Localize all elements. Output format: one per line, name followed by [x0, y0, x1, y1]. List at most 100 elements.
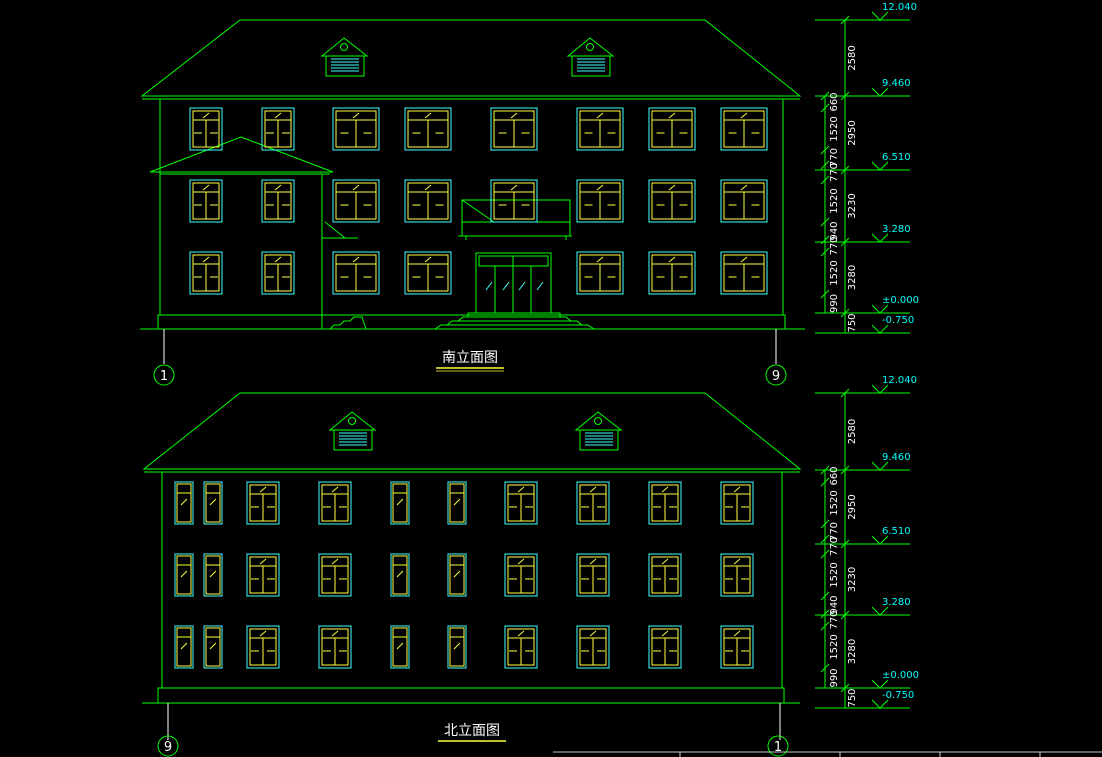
north-window-r1-c2 [203, 481, 223, 525]
north-window-r3-c6 [447, 625, 467, 669]
south-window-r2-c7 [648, 179, 696, 223]
south-entrance-door [475, 252, 552, 314]
north-window-r2-c10 [720, 553, 754, 597]
dims-north-dim-outer-5: 750 [847, 688, 858, 707]
north-window-r1-c4 [318, 481, 352, 525]
south-window-r3-c1 [189, 251, 223, 295]
north-window-r2-c8 [576, 553, 610, 597]
dims-north-dim-outer-1: 2580 [847, 419, 858, 444]
north-window-r1-c9 [648, 481, 682, 525]
south-dormer-left [320, 37, 369, 77]
north-window-r2-c3 [246, 553, 280, 597]
south-window-r3-c3 [332, 251, 380, 295]
south-window-r2-c8 [720, 179, 768, 223]
dims-north-dim-inner-2: 1520 [829, 490, 840, 515]
north-window-r1-c7 [504, 481, 538, 525]
south-window-r3-c7 [648, 251, 696, 295]
dims-south-elevation-1: 12.040 [882, 2, 917, 13]
south-window-r1-c1 [189, 107, 223, 151]
north-window-r1-c10 [720, 481, 754, 525]
dims-south-dim-outer-4: 3280 [847, 265, 858, 290]
dims-north-dim-inner-4: 770 [829, 537, 840, 556]
south-window-r3-c2 [261, 251, 295, 295]
dims-north-dim-inner-7: 770 [829, 610, 840, 629]
south-title: 南立面图 [442, 350, 498, 366]
south-axis-right: 9 [765, 364, 787, 386]
south-dimension-column: 12.040 9.460 6.510 3.280 ±0.000 -0.750 2580 295… [815, 2, 919, 334]
north-window-r3-c5 [390, 625, 410, 669]
north-window-r3-c2 [203, 625, 223, 669]
dims-south-dim-outer-3: 3230 [847, 193, 858, 218]
south-window-r2-c2 [261, 179, 295, 223]
dims-north-dim-outer-3: 3230 [847, 567, 858, 592]
south-roof [140, 19, 802, 97]
south-entrance-canopy [458, 199, 572, 240]
north-window-r1-c8 [576, 481, 610, 525]
dims-south-dim-inner-6: 940 [829, 221, 840, 240]
dims-north-dim-outer-4: 3280 [847, 639, 858, 664]
dims-south-elevation-3: 6.510 [882, 152, 911, 163]
dims-south-dim-inner-5: 1520 [829, 188, 840, 213]
south-entrance-steps [434, 312, 595, 330]
north-axis-right: 1 [767, 735, 789, 757]
dims-north-dim-outer-2: 2950 [847, 494, 858, 519]
north-window-r1-c3 [246, 481, 280, 525]
south-axis-left: 1 [153, 364, 175, 386]
north-dormer-right [574, 411, 623, 451]
north-window-r1-c5 [390, 481, 410, 525]
south-window-r2-c5 [490, 179, 538, 223]
dims-north-dim-inner-5: 1520 [829, 562, 840, 587]
dims-south-elevation-2: 9.460 [882, 78, 911, 89]
south-window-r2-c4 [404, 179, 452, 223]
dims-south-dim-inner-3: 770 [829, 148, 840, 167]
south-window-r1-c3 [332, 107, 380, 151]
south-window-r3-c6 [576, 251, 624, 295]
north-window-r1-c1 [174, 481, 194, 525]
north-window-r2-c1 [174, 553, 194, 597]
south-window-r1-c6 [576, 107, 624, 151]
dims-north-elevation-6: -0.750 [882, 690, 914, 701]
dims-south-dim-outer-1: 2580 [847, 45, 858, 70]
south-window-r1-c2 [261, 107, 295, 151]
dims-north-elevation-4: 3.280 [882, 597, 911, 608]
north-dormer-left [328, 411, 377, 451]
dims-north-dim-inner-9: 990 [829, 668, 840, 687]
north-window-r3-c10 [720, 625, 754, 669]
north-axis-left-label: 9 [164, 740, 172, 755]
south-window-r3-c4 [404, 251, 452, 295]
north-window-r3-c7 [504, 625, 538, 669]
dims-north-dim-inner-3: 770 [829, 522, 840, 541]
north-dimension-column: 12.0409.4606.5103.280±0.000-0.7502580295… [815, 375, 919, 709]
south-window-group [189, 107, 768, 295]
north-window-r3-c1 [174, 625, 194, 669]
north-window-r2-c4 [318, 553, 352, 597]
north-axis-right-label: 1 [774, 740, 782, 755]
south-axis-left-label: 1 [160, 369, 168, 384]
north-window-r2-c5 [390, 553, 410, 597]
south-window-r1-c7 [648, 107, 696, 151]
south-window-r1-c8 [720, 107, 768, 151]
dims-south-elevation-5: ±0.000 [882, 295, 919, 306]
north-window-r2-c2 [203, 553, 223, 597]
north-window-r2-c9 [648, 553, 682, 597]
dims-north-dim-inner-6: 940 [829, 595, 840, 614]
north-window-r3-c8 [576, 625, 610, 669]
dims-north-elevation-3: 6.510 [882, 526, 911, 537]
dims-north-dim-inner-8: 1520 [829, 634, 840, 659]
south-window-r1-c5 [490, 107, 538, 151]
dims-south-elevation-4: 3.280 [882, 224, 911, 235]
dims-south-elevation-6: -0.750 [882, 315, 914, 326]
dims-north-elevation-2: 9.460 [882, 452, 911, 463]
north-axis-left: 9 [157, 735, 179, 757]
dims-north-elevation-5: ±0.000 [882, 670, 919, 681]
dims-south-dim-inner-8: 1520 [829, 260, 840, 285]
dims-south-dim-inner-4: 770 [829, 163, 840, 182]
north-window-r3-c3 [246, 625, 280, 669]
dims-south-dim-outer-2: 2950 [847, 120, 858, 145]
north-window-group [174, 481, 754, 669]
north-window-r2-c6 [447, 553, 467, 597]
south-window-r2-c1 [189, 179, 223, 223]
dims-south-dim-inner-1: 660 [829, 92, 840, 111]
north-window-r3-c9 [648, 625, 682, 669]
